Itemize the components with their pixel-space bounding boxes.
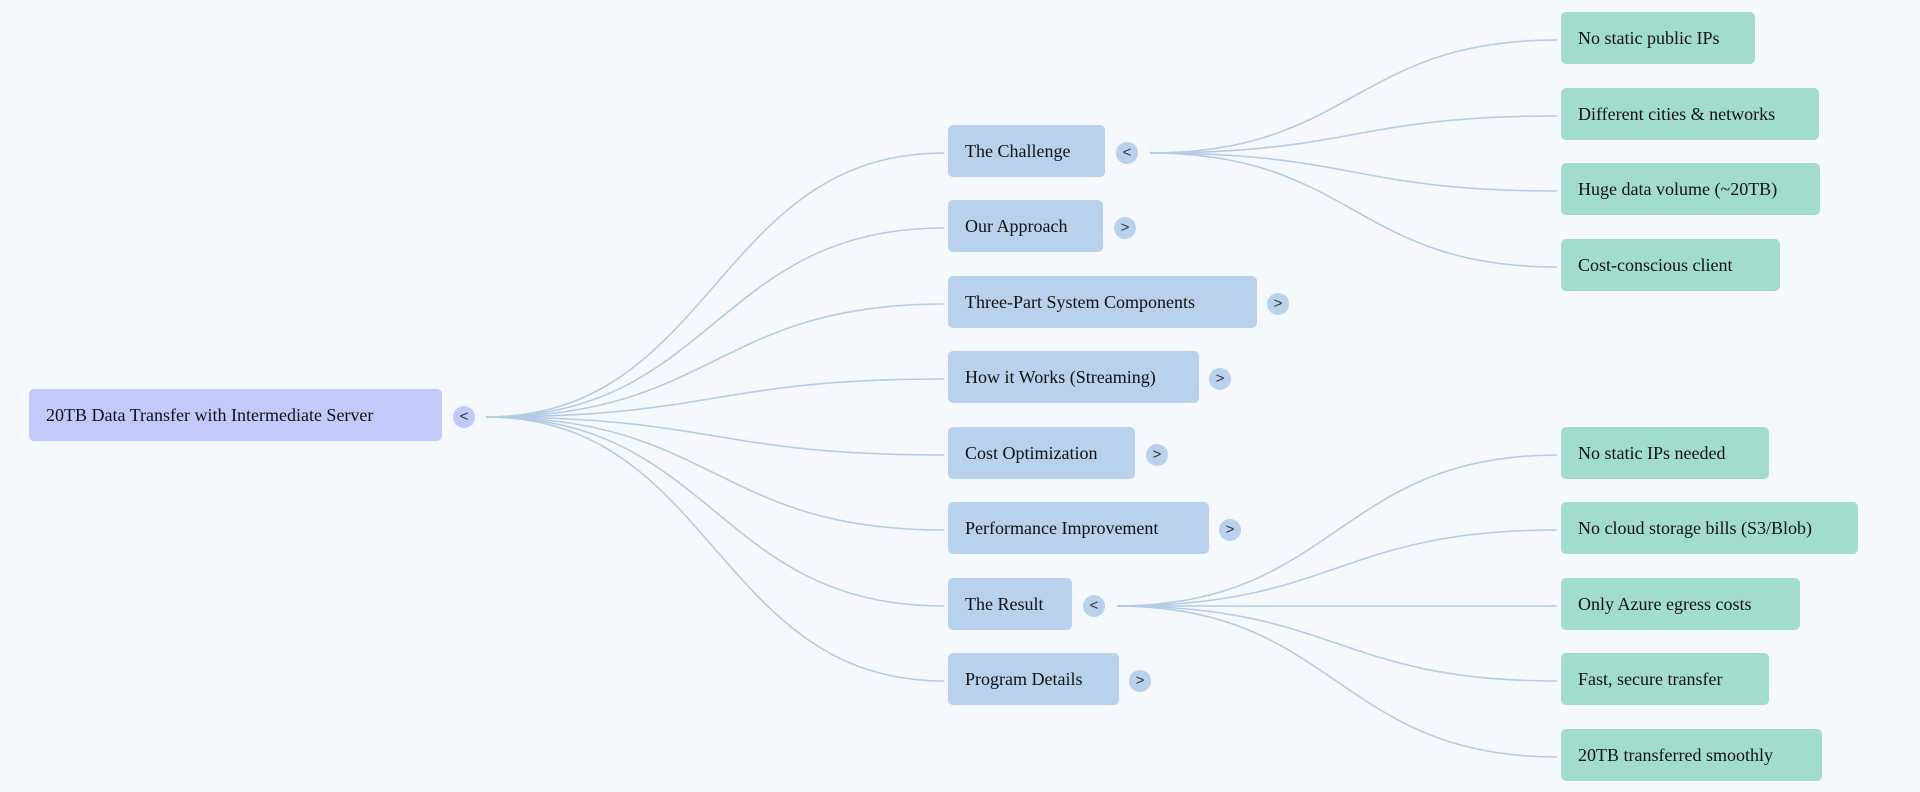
- leaf-no-static-ips-needed[interactable]: No static IPs needed: [1561, 427, 1769, 479]
- root-branch-link-3: [485, 378, 945, 418]
- leaf-cost-conscious-client[interactable]: Cost-conscious client: [1561, 239, 1780, 291]
- root-branch-link-0: [485, 152, 945, 418]
- leaf-huge-data-volume[interactable]: Huge data volume (~20TB): [1561, 163, 1820, 215]
- root-branch-link-7: [485, 416, 945, 682]
- branch-performance-improvement[interactable]: Performance Improvement: [948, 502, 1209, 554]
- root-node[interactable]: 20TB Data Transfer with Intermediate Ser…: [29, 389, 442, 441]
- challenge-leaf-link-2: [1149, 152, 1558, 192]
- result-leaf-link-3: [1116, 605, 1558, 682]
- branch-how-it-works-toggle[interactable]: >: [1209, 368, 1231, 390]
- leaf-no-static-public-ips[interactable]: No static public IPs: [1561, 12, 1755, 64]
- branch-our-approach[interactable]: Our Approach: [948, 200, 1103, 252]
- branch-three-part-system-toggle[interactable]: >: [1267, 293, 1289, 315]
- branch-the-result[interactable]: The Result: [948, 578, 1072, 630]
- branch-program-details-toggle[interactable]: >: [1129, 670, 1151, 692]
- branch-the-result-toggle[interactable]: <: [1083, 595, 1105, 617]
- branch-cost-optimization-toggle[interactable]: >: [1146, 444, 1168, 466]
- branch-how-it-works[interactable]: How it Works (Streaming): [948, 351, 1199, 403]
- leaf-no-cloud-storage-bills[interactable]: No cloud storage bills (S3/Blob): [1561, 502, 1858, 554]
- challenge-leaf-link-3: [1149, 152, 1558, 268]
- branch-the-challenge[interactable]: The Challenge: [948, 125, 1105, 177]
- root-branch-link-2: [485, 303, 945, 418]
- leaf-different-cities-networks[interactable]: Different cities & networks: [1561, 88, 1819, 140]
- result-leaf-link-4: [1116, 605, 1558, 758]
- root-collapse-toggle[interactable]: <: [453, 406, 475, 428]
- leaf-20tb-transferred-smoothly[interactable]: 20TB transferred smoothly: [1561, 729, 1822, 781]
- branch-the-challenge-toggle[interactable]: <: [1116, 142, 1138, 164]
- branch-our-approach-toggle[interactable]: >: [1114, 217, 1136, 239]
- result-leaf-link-1: [1116, 529, 1558, 607]
- root-branch-link-4: [485, 416, 945, 456]
- challenge-leaf-link-0: [1149, 39, 1558, 154]
- branch-cost-optimization[interactable]: Cost Optimization: [948, 427, 1135, 479]
- challenge-leaf-link-1: [1149, 115, 1558, 154]
- root-branch-link-6: [485, 416, 945, 607]
- branch-program-details[interactable]: Program Details: [948, 653, 1119, 705]
- leaf-fast-secure-transfer[interactable]: Fast, secure transfer: [1561, 653, 1769, 705]
- root-branch-link-1: [485, 227, 945, 418]
- branch-performance-improvement-toggle[interactable]: >: [1219, 519, 1241, 541]
- result-leaf-link-0: [1116, 454, 1558, 607]
- branch-three-part-system[interactable]: Three-Part System Components: [948, 276, 1257, 328]
- root-branch-link-5: [485, 416, 945, 531]
- leaf-only-azure-egress-costs[interactable]: Only Azure egress costs: [1561, 578, 1800, 630]
